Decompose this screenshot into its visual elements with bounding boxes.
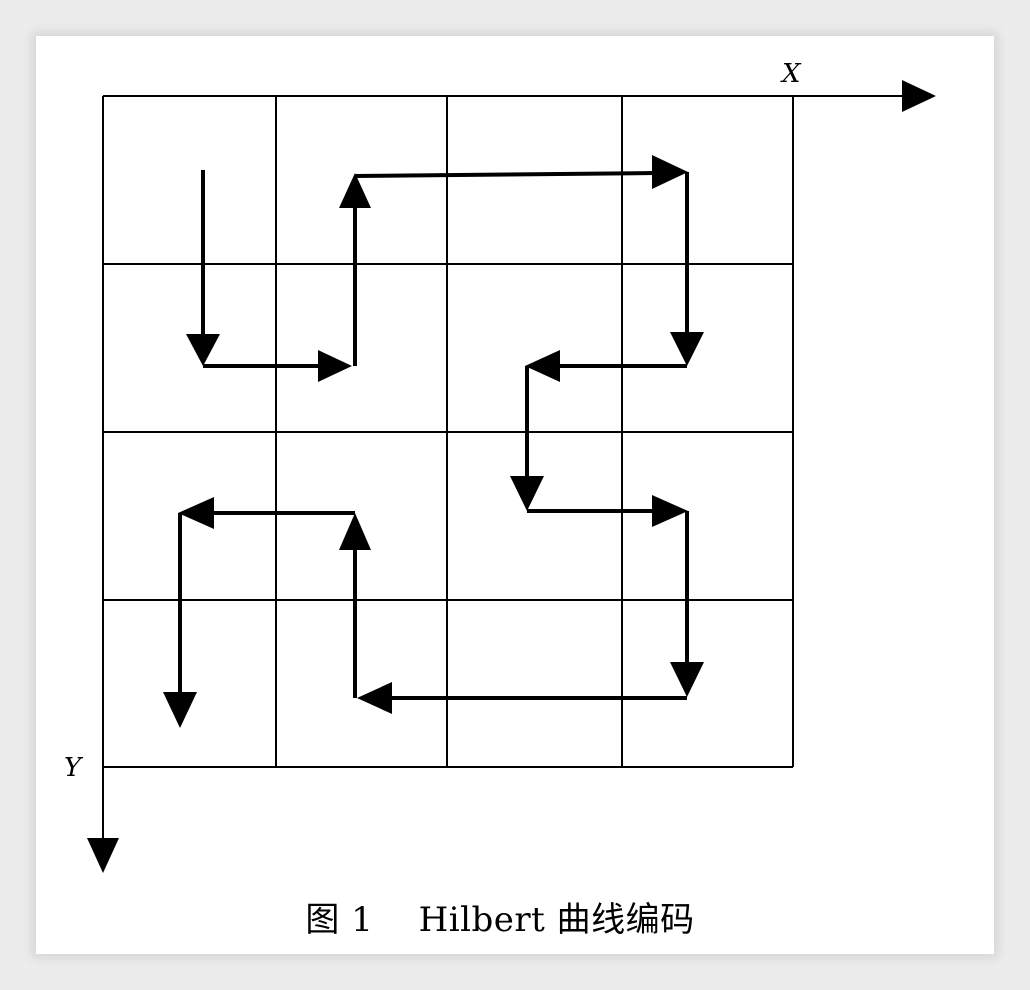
axes: X Y [64, 59, 936, 873]
curve-arrowhead-9 [670, 662, 704, 697]
curve-arrowhead-5 [670, 332, 704, 366]
figure-card [36, 36, 994, 954]
y-axis-arrowhead [87, 838, 119, 873]
x-axis-arrowhead [902, 80, 936, 112]
y-axis-label: Y [64, 753, 84, 783]
curve-arrowhead-10 [357, 682, 392, 714]
x-axis-label: X [780, 59, 802, 89]
hilbert-curve [163, 155, 704, 728]
curve-arrowhead-6 [525, 350, 560, 382]
grid [102, 95, 794, 768]
curve-arrowhead-12 [178, 497, 214, 529]
curve-arrowhead-11 [339, 513, 371, 550]
curve-arrowhead-1 [186, 334, 220, 366]
curve-segment-4 [354, 171, 657, 178]
curve-arrowhead-2 [318, 350, 352, 382]
curve-arrowhead-7 [510, 476, 544, 511]
curve-arrowhead-4 [652, 155, 688, 189]
curve-arrowhead-8 [652, 495, 688, 527]
figure-caption: 图 1 Hilbert 曲线编码 [305, 900, 695, 940]
curve-arrowhead-13 [163, 692, 197, 728]
curve-arrowhead-3 [339, 173, 371, 208]
